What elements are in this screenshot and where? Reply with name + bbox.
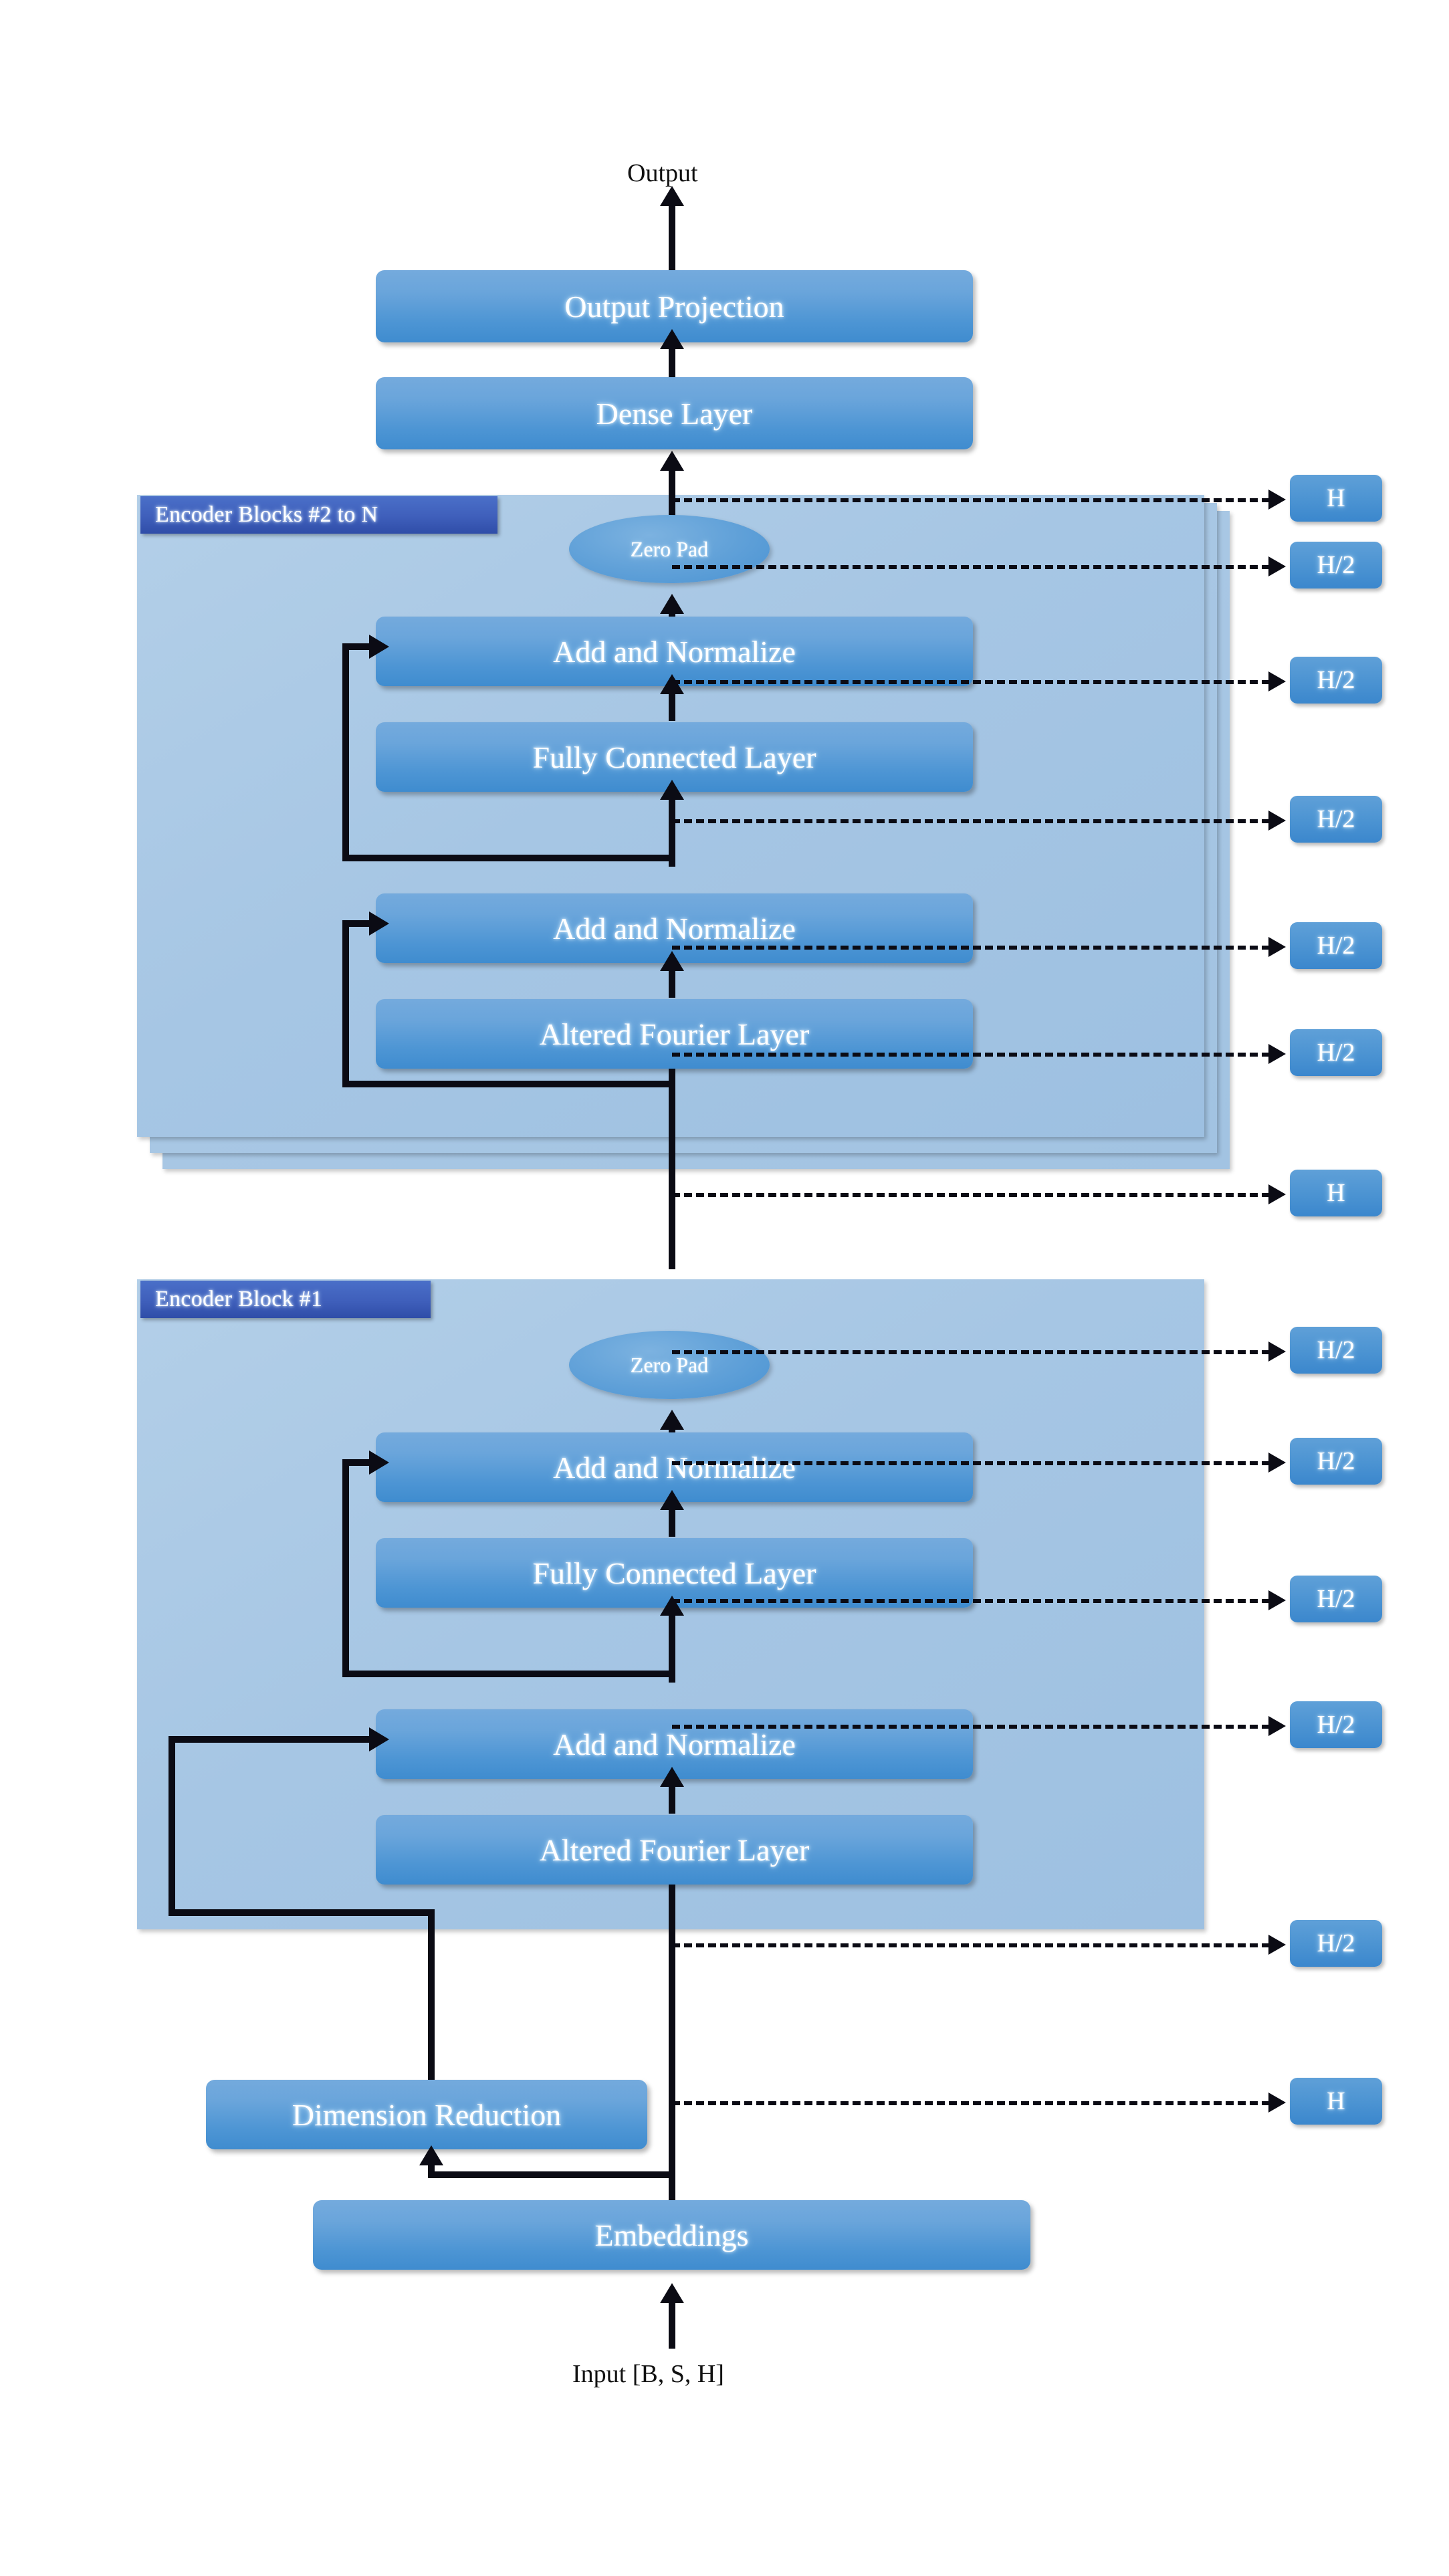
dimred-residual-top xyxy=(169,1736,376,1743)
dimension-annotation-arrowhead xyxy=(1268,1341,1286,1362)
spine-into-blockN xyxy=(669,1069,675,1269)
altered-fourier-box-blockN[interactable]: Altered Fourier Layer xyxy=(376,999,973,1069)
dimension-reduction-box[interactable]: Dimension Reduction xyxy=(206,2080,647,2149)
fourier-to-addnorm-head-block1 xyxy=(660,1767,684,1787)
dimension-annotation-box[interactable]: H/2 xyxy=(1290,922,1382,969)
blockN-to-dense-head xyxy=(660,451,684,471)
dimension-annotation-arrowhead xyxy=(1268,490,1286,510)
dimension-annotation-connector xyxy=(672,680,1270,684)
dimension-annotation-box[interactable]: H/2 xyxy=(1290,542,1382,588)
input-label: Input [B, S, H] xyxy=(572,2360,724,2388)
zero-pad-ellipse-blockN[interactable]: Zero Pad xyxy=(569,515,770,583)
dimension-annotation-connector xyxy=(672,1193,1270,1197)
spine-block1-mid xyxy=(669,1608,675,1683)
dimension-annotation-connector xyxy=(672,1599,1270,1603)
embeddings-box[interactable]: Embeddings xyxy=(313,2200,1030,2270)
dimension-annotation-box[interactable]: H xyxy=(1290,2078,1382,2125)
dimension-annotation-arrowhead xyxy=(1268,2092,1286,2113)
dimension-annotation-arrowhead xyxy=(1268,671,1286,691)
add-normalize-box-blockN-upper[interactable]: Add and Normalize xyxy=(376,617,973,686)
embeddings-to-dimred-riser xyxy=(428,2161,435,2176)
dense-to-projection-head xyxy=(660,329,684,349)
residual-lower-blockN-top xyxy=(342,920,376,927)
output-label: Output xyxy=(627,159,698,187)
output-arrow-shaft xyxy=(669,201,675,273)
zero-pad-ellipse-block1[interactable]: Zero Pad xyxy=(569,1331,770,1399)
dimension-annotation-connector xyxy=(672,1725,1270,1729)
spine-into-block1 xyxy=(669,1885,675,2259)
residual-lower-blockN-left xyxy=(342,920,349,1086)
dense-layer-box[interactable]: Dense Layer xyxy=(376,377,973,449)
addnorm-to-zeropad-head-block1 xyxy=(660,1410,684,1430)
dimension-annotation-arrowhead xyxy=(1268,811,1286,831)
dimension-annotation-arrowhead xyxy=(1268,1044,1286,1064)
dimred-residual-riser xyxy=(428,1909,435,2080)
spine-blockN-mid-head xyxy=(660,780,684,800)
embeddings-to-dimred-head xyxy=(419,2145,443,2165)
residual-upper-block1-bottom xyxy=(342,1671,672,1677)
residual-upper-blockN-left xyxy=(342,643,349,857)
dimension-annotation-connector xyxy=(672,498,1270,502)
spine-blockN-mid xyxy=(669,792,675,867)
dense-to-projection-shaft xyxy=(669,342,675,383)
dimred-residual-bottom xyxy=(169,1909,435,1916)
dimension-annotation-box[interactable]: H/2 xyxy=(1290,1701,1382,1748)
dimension-annotation-connector xyxy=(672,819,1270,823)
dimension-annotation-arrowhead xyxy=(1268,937,1286,957)
residual-upper-block1-top xyxy=(342,1459,376,1466)
blockN-to-dense-shaft xyxy=(669,464,675,558)
dimension-annotation-connector xyxy=(672,1053,1270,1057)
input-arrow-shaft xyxy=(669,2296,675,2349)
fourier-to-addnorm-shaft-blockN xyxy=(669,963,675,998)
dimred-residual-head xyxy=(369,1727,389,1751)
residual-upper-blockN-head xyxy=(369,635,389,659)
encoder-block-1-badge: Encoder Block #1 xyxy=(140,1281,431,1318)
dimension-annotation-connector xyxy=(672,946,1270,950)
residual-upper-block1-left xyxy=(342,1459,349,1673)
dimension-annotation-connector xyxy=(672,1461,1270,1465)
fc-to-addnorm-head-block1 xyxy=(660,1490,684,1510)
embeddings-to-dimred-elbow xyxy=(428,2171,674,2178)
dimension-annotation-box[interactable]: H/2 xyxy=(1290,1327,1382,1374)
residual-upper-block1-head xyxy=(369,1451,389,1475)
fc-to-addnorm-shaft-block1 xyxy=(669,1502,675,1537)
dimension-annotation-box[interactable]: H/2 xyxy=(1290,1438,1382,1485)
dimension-annotation-connector xyxy=(672,1350,1270,1354)
dimension-annotation-box[interactable]: H/2 xyxy=(1290,1576,1382,1622)
dimension-annotation-box[interactable]: H/2 xyxy=(1290,1029,1382,1076)
fourier-to-addnorm-head-blockN xyxy=(660,951,684,971)
addnorm-to-zeropad-head-blockN xyxy=(660,594,684,614)
fourier-to-addnorm-shaft-block1 xyxy=(669,1779,675,1814)
residual-upper-blockN-bottom xyxy=(342,855,672,861)
dimension-annotation-arrowhead xyxy=(1268,1935,1286,1955)
dimension-annotation-arrowhead xyxy=(1268,556,1286,576)
residual-upper-blockN-top xyxy=(342,643,376,650)
altered-fourier-box-block1[interactable]: Altered Fourier Layer xyxy=(376,1815,973,1885)
dimension-annotation-connector xyxy=(672,2101,1270,2105)
dimension-annotation-arrowhead xyxy=(1268,1590,1286,1610)
residual-lower-blockN-bottom xyxy=(342,1081,672,1087)
dimension-annotation-box[interactable]: H/2 xyxy=(1290,796,1382,843)
dimension-annotation-box[interactable]: H xyxy=(1290,475,1382,522)
dimension-annotation-box[interactable]: H/2 xyxy=(1290,1920,1382,1967)
dimred-residual-left xyxy=(169,1736,175,1914)
output-arrow-head xyxy=(660,186,684,206)
dimension-annotation-box[interactable]: H xyxy=(1290,1170,1382,1216)
dimension-annotation-arrowhead xyxy=(1268,1716,1286,1736)
dimension-annotation-connector xyxy=(672,1943,1270,1947)
fc-to-addnorm-shaft-blockN xyxy=(669,686,675,721)
residual-lower-blockN-head xyxy=(369,911,389,936)
dimension-annotation-box[interactable]: H/2 xyxy=(1290,657,1382,704)
input-arrow-head xyxy=(660,2283,684,2303)
encoder-blocks-2-to-n-badge: Encoder Blocks #2 to N xyxy=(140,496,497,534)
dimension-annotation-connector xyxy=(672,565,1270,569)
fc-to-addnorm-head-blockN xyxy=(660,674,684,694)
dimension-annotation-arrowhead xyxy=(1268,1184,1286,1204)
dimension-annotation-arrowhead xyxy=(1268,1453,1286,1473)
